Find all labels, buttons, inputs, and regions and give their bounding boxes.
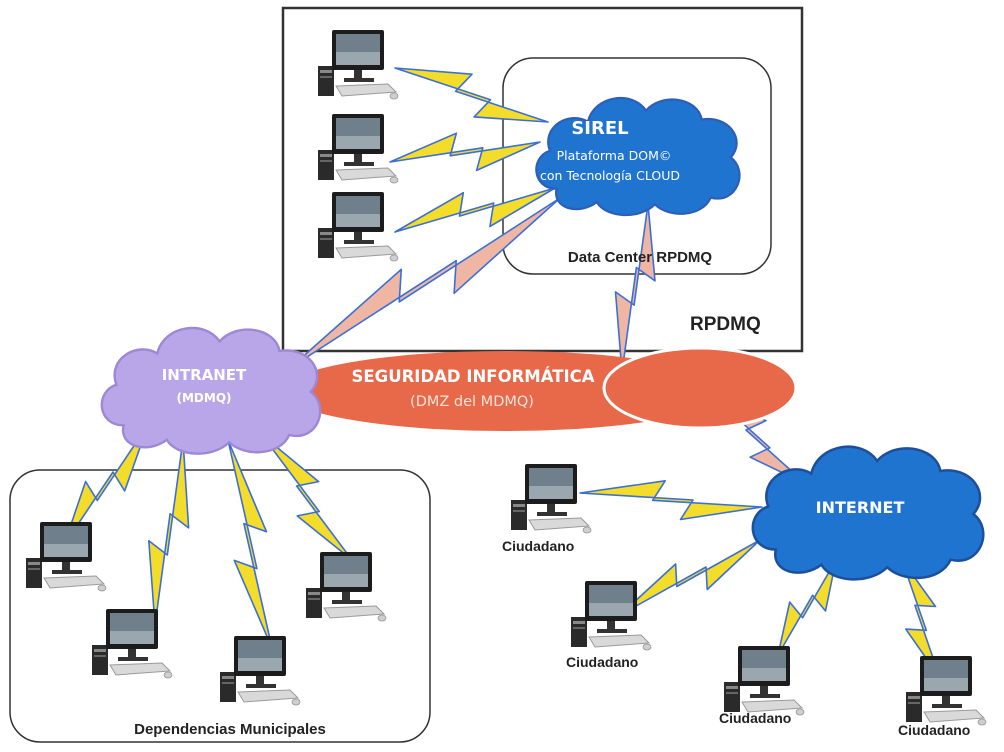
computer-icon [570,580,652,651]
intranet-subtitle: (MDMQ) [176,391,231,405]
lightning-bolt-icon [389,132,541,172]
sirel-line1: Plataforma DOM© [557,148,672,163]
lightning-bolt-icon [619,539,761,616]
citizen-label-1: Ciudadano [502,538,575,554]
security-subtitle: (DMZ del MDMQ) [410,394,534,410]
security-title: SEGURIDAD INFORMÁTICA [352,367,595,386]
sirel-line2: con Tecnología CLOUD [540,168,680,183]
computer-icon [905,655,987,726]
lightning-bolt-icon [777,559,837,656]
intranet-title: INTRANET [162,366,247,384]
citizen-label-2: Ciudadano [566,654,639,670]
internet-title: INTERNET [816,498,905,517]
dependencias-label: Dependencias Municipales [134,721,326,738]
citizen-label-4: Ciudadano [898,722,971,738]
rpdmq-label: RPDMQ [690,314,761,335]
citizen-label-3: Ciudadano [719,710,792,726]
lightning-bolt-icon [579,480,763,521]
sirel-title: SIREL [571,118,628,139]
security-zone-gateway [602,346,798,430]
lightning-bolt-icon [394,67,549,123]
computer-icon [723,645,805,716]
data-center-label: Data Center RPDMQ [567,249,713,266]
computer-icon [510,463,592,534]
